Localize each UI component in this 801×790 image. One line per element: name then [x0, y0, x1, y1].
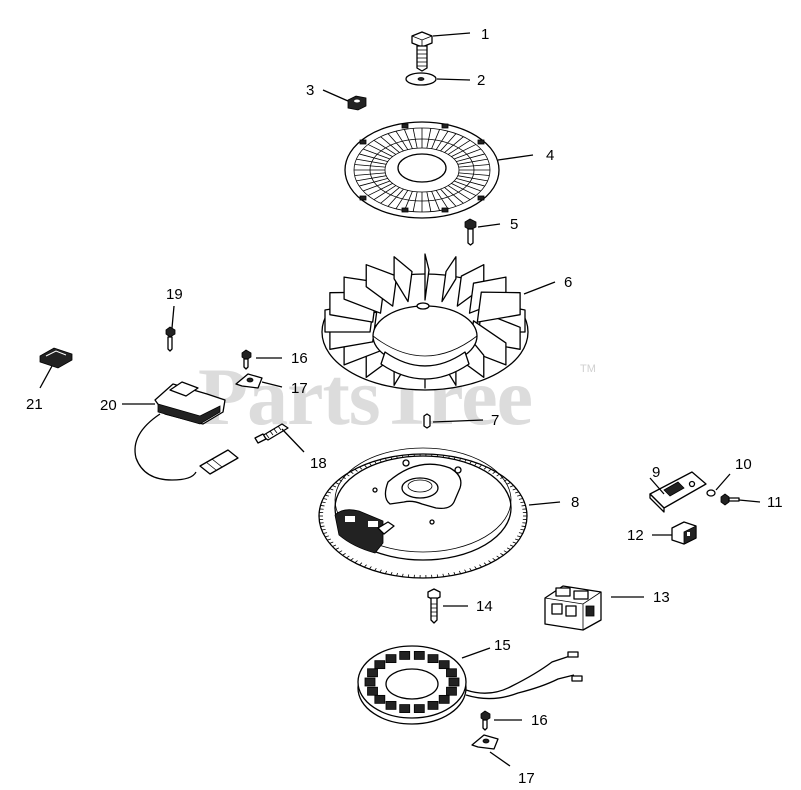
part-4-grass-screen[interactable]: [344, 121, 500, 219]
part-12-connector[interactable]: [671, 521, 697, 545]
callout-13: 13: [653, 589, 670, 606]
part-1-screw[interactable]: [411, 31, 433, 72]
callout-7: 7: [491, 412, 499, 429]
part-15-stator[interactable]: [357, 645, 583, 725]
callout-6: 6: [564, 274, 572, 291]
part-11-screw[interactable]: [720, 493, 740, 506]
watermark-trademark: TM: [580, 363, 596, 375]
part-2-washer[interactable]: [405, 72, 437, 86]
part-17-bracket-lower[interactable]: [471, 734, 499, 750]
callout-10: 10: [735, 456, 752, 473]
callout-2: 2: [477, 72, 485, 89]
part-3-nut[interactable]: [347, 95, 367, 111]
callout-11: 11: [767, 494, 783, 511]
part-20-ignition-module[interactable]: [134, 381, 239, 481]
callout-17-lower: 17: [518, 770, 535, 787]
part-19-screw[interactable]: [165, 326, 176, 352]
callout-21: 21: [26, 396, 43, 413]
callout-19: 19: [166, 286, 183, 303]
callout-5: 5: [510, 216, 518, 233]
part-17-bracket-upper[interactable]: [235, 373, 263, 389]
part-10-washer[interactable]: [706, 489, 716, 497]
callout-20: 20: [100, 397, 117, 414]
part-16-screw-upper[interactable]: [241, 349, 252, 370]
callout-14: 14: [476, 598, 493, 615]
part-21-clip[interactable]: [39, 347, 73, 369]
part-9-rectifier-regulator[interactable]: [649, 471, 707, 513]
callout-16-upper: 16: [291, 350, 308, 367]
callout-15: 15: [494, 637, 511, 654]
part-14-screw[interactable]: [427, 588, 441, 624]
part-18-spark-plug-lead[interactable]: [254, 423, 289, 444]
part-6-fan[interactable]: [321, 253, 529, 391]
callout-9: 9: [652, 464, 660, 481]
part-16-screw-lower[interactable]: [480, 710, 491, 731]
callout-labels: 1 2 3 4 5 6 7 8 9 10 11 12 13 14 15 16 1…: [26, 26, 783, 787]
callout-3: 3: [306, 82, 314, 99]
callout-4: 4: [546, 147, 554, 164]
part-7-key[interactable]: [423, 413, 431, 429]
callout-12: 12: [627, 527, 644, 544]
callout-8: 8: [571, 494, 579, 511]
part-13-housing[interactable]: [544, 585, 602, 631]
callout-1: 1: [481, 26, 489, 43]
part-8-flywheel[interactable]: [318, 447, 528, 579]
part-5-screw[interactable]: [464, 218, 477, 246]
callout-18: 18: [310, 455, 327, 472]
callout-16-lower: 16: [531, 712, 548, 729]
callout-17-upper: 17: [291, 380, 308, 397]
